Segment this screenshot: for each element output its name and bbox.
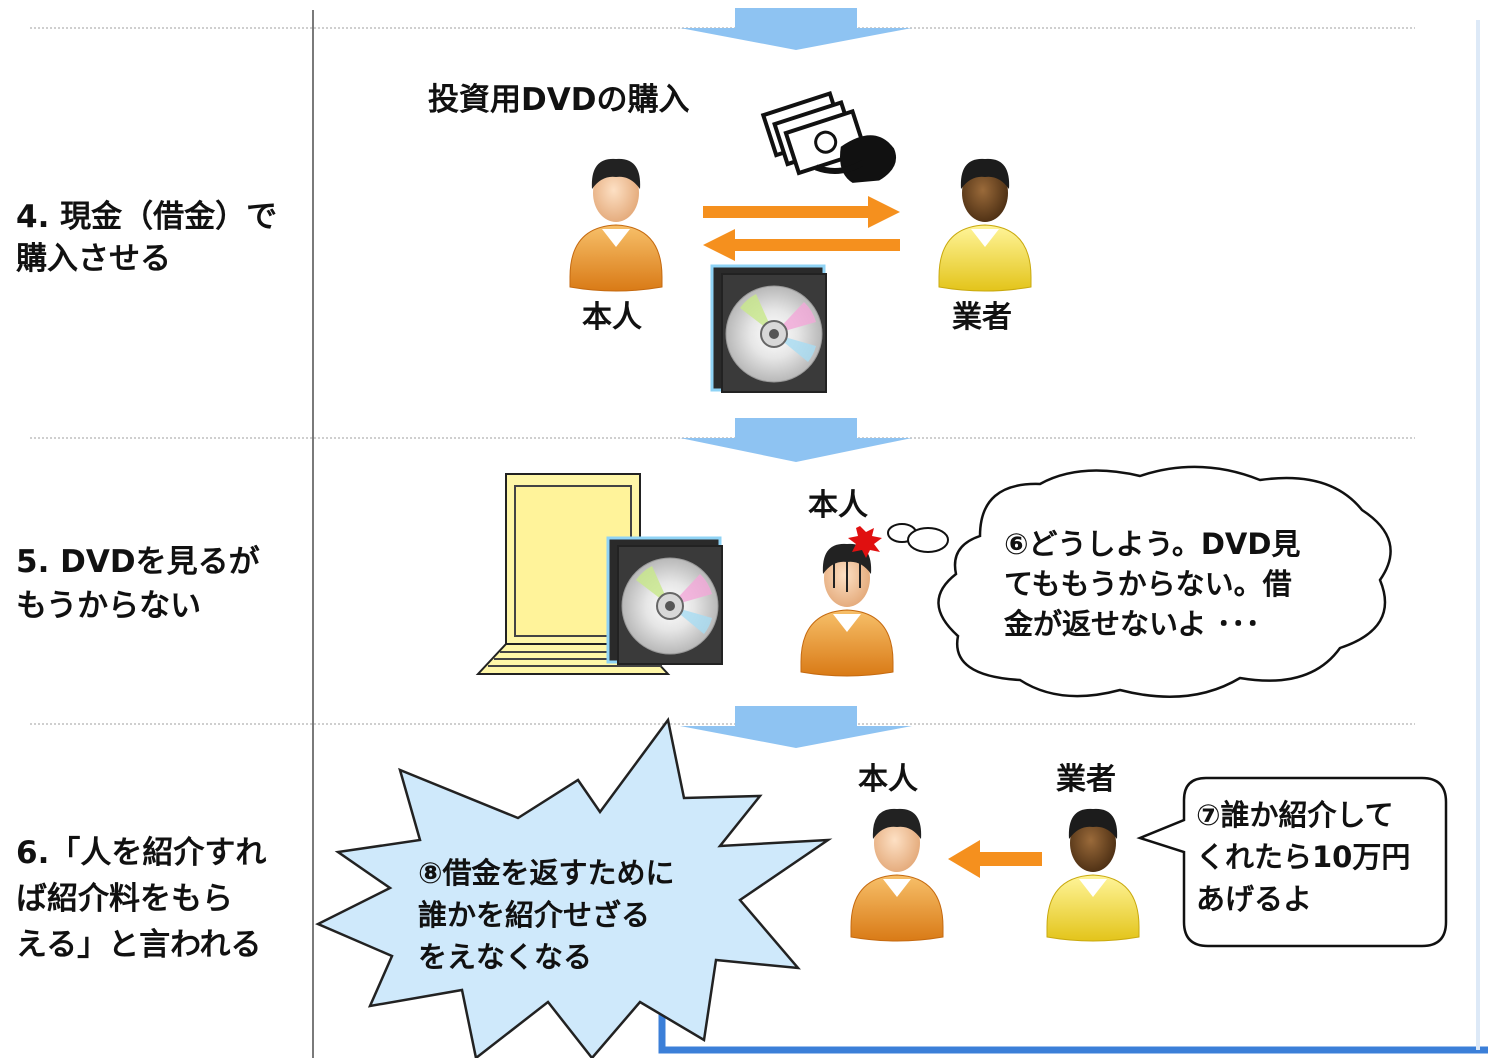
money-hand-icon [760, 91, 897, 183]
dvd-case-icon [710, 264, 828, 394]
burst-text: ⑧借金を返すために 誰かを紹介せざる をえなくなる [418, 852, 675, 978]
flow-arrow [680, 706, 912, 748]
scene3-person-label: 本人 [858, 762, 918, 797]
person-icon [569, 158, 663, 292]
burst-line: 誰かを紹介せざる [418, 898, 651, 932]
burst-line: ⑧借金を返すために [418, 856, 675, 890]
vendor-icon [1046, 808, 1140, 942]
thought-text: ⑥どうしよう。DVD見 てももうからない。借 金が返せないよ ･･･ [1004, 524, 1300, 644]
speech-bubble [1136, 776, 1448, 948]
speech-line: あげるよ [1196, 882, 1313, 916]
flow-arrow [680, 418, 912, 462]
thought-line: 金が返せないよ ･･･ [1004, 607, 1261, 641]
person-icon [850, 808, 944, 942]
scene1-person-label: 本人 [582, 300, 642, 335]
step-5-label: 5. DVDを見るが もうからない [16, 544, 260, 624]
step-4-label: 4. 現金（借金）で 購入させる [16, 199, 278, 277]
burst-line: をえなくなる [418, 940, 593, 974]
gloom-lines [833, 555, 861, 592]
step-6-label: 6.「人を紹介すれ ば紹介料をもら える」と言われる [16, 835, 267, 963]
scene3-vendor-label: 業者 [1056, 762, 1116, 797]
delivery-arrow [703, 229, 900, 261]
flow-arrow [680, 8, 912, 50]
thought-cloud [887, 465, 1392, 698]
burst-shape [315, 717, 833, 1058]
referral-arrow [948, 840, 1042, 878]
thought-line: てももうからない。借 [1004, 567, 1292, 601]
scene2-person-label: 本人 [808, 488, 868, 523]
speech-line: くれたら10万円 [1196, 840, 1411, 874]
payment-arrow [703, 196, 900, 228]
stress-mark-icon [848, 526, 882, 558]
flow-bracket-line [658, 1008, 1488, 1054]
dvd-case-icon [606, 536, 724, 666]
vendor-icon [938, 158, 1032, 292]
speech-text: ⑦誰か紹介して くれたら10万円 あげるよ [1196, 794, 1410, 920]
scene1-vendor-label: 業者 [952, 300, 1012, 335]
speech-line: ⑦誰か紹介して [1196, 798, 1394, 832]
scene1-caption: 投資用DVDの購入 [428, 82, 690, 118]
thought-line: ⑥どうしよう。DVD見 [1004, 527, 1301, 561]
